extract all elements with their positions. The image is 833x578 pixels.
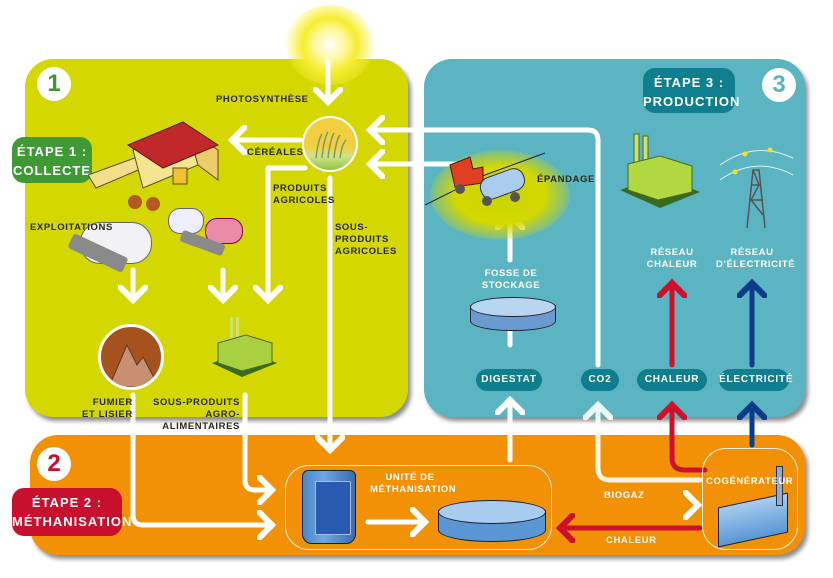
label-reseau-chaleur-line1: RÉSEAU [650,247,694,258]
label-sous-produits-line2: PRODUITS [335,234,389,245]
label-unite-line2: MÉTHANISATION [370,484,457,495]
pill-digestat: DIGESTAT [476,369,542,391]
label-epandage: ÉPANDAGE [537,174,595,185]
label-fosse-line1: FOSSE DE [484,268,538,279]
label-sous-produits-line1: SOUS- [335,222,369,233]
grass-icon [315,131,347,159]
chickens-icon [128,193,164,213]
label-reseau-electricite: RÉSEAU D'ÉLECTRICITÉ [716,247,796,271]
label-exploitations: EXPLOITATIONS [30,222,113,233]
label-fosse-line2: STOCKAGE [481,280,541,291]
stage-1-number: 1 [37,67,71,101]
label-reseau-chaleur-line2: CHALEUR [646,259,698,270]
pill-electricite: ÉLECTRICITÉ [719,369,793,391]
arrow-agro-unite [242,392,272,490]
stage-2-label-line1: ÉTAPE 2 : [31,495,103,510]
digester-tank-icon [302,470,356,544]
stage-2-badge: ÉTAPE 2 : MÉTHANISATION [12,488,133,536]
heat-network-factory-icon [620,133,700,208]
label-fumier-lisier: FUMIER ET LISIER [82,397,133,421]
label-produits-agricoles-line1: PRODUITS [273,183,327,194]
label-fumier-line2: ET LISIER [82,409,133,420]
stage-1-label-line1: ÉTAPE 1 : [16,144,88,159]
arrow-fumier-unite [130,392,272,525]
post-digester-icon [438,498,546,542]
stage-3-badge: ÉTAPE 3 : PRODUCTION [643,68,741,113]
pill-co2: CO2 [581,369,619,391]
label-fumier-line1: FUMIER [92,397,133,408]
label-cereales: CÉRÉALES [247,147,304,158]
farm-icon [88,121,220,189]
stage-2-label-line2: MÉTHANISATION [12,514,133,529]
manure-pile-icon [98,324,164,390]
label-sous-produits-agro: SOUS-PRODUITS AGRO-ALIMENTAIRES [146,397,240,433]
label-agro-line2: AGRO-ALIMENTAIRES [162,409,240,432]
label-produits-agricoles: PRODUITS AGRICOLES [273,183,335,207]
stage-1-badge: ÉTAPE 1 : COLLECTE [12,137,92,183]
arrow-cogen-chaleur [672,405,708,473]
label-reseau-chaleur: RÉSEAU CHALEUR [645,247,699,271]
label-reseau-elec-line2: D'ÉLECTRICITÉ [716,259,796,270]
stage-3-label-line2: PRODUCTION [643,94,741,109]
stage-3-label-line1: ÉTAPE 3 : [653,75,725,90]
label-chaleur-bottom: CHALEUR [606,535,657,546]
label-cogenerateur: COGÉNÉRATEUR [706,476,794,487]
label-sous-produits-agricoles: SOUS- PRODUITS AGRICOLES [335,222,397,258]
stage-1-label-line2: COLLECTE [12,163,92,178]
stage-3-number: 3 [762,68,796,102]
storage-pit-icon [470,295,556,331]
electricity-pylon-icon [719,147,794,229]
arrow-biogaz-co2 [598,405,703,483]
label-reseau-elec-line1: RÉSEAU [730,247,774,258]
cereals-icon [302,116,358,172]
label-sous-produits-line3: AGRICOLES [335,246,397,257]
stage-2-number: 2 [37,447,71,481]
pill-chaleur: CHALEUR [637,369,707,391]
methanisation-unit-box [285,465,552,550]
label-produits-agricoles-line2: AGRICOLES [273,195,335,206]
label-photosynthese: PHOTOSYNTHÈSE [216,94,309,105]
label-unite-methanisation: UNITÉ DE MÉTHANISATION [370,472,457,496]
label-agro-line1: SOUS-PRODUITS [153,397,240,408]
cogenerator-chimney-icon [776,466,783,506]
arrow-produits-agricoles [268,165,308,300]
label-biogaz: BIOGAZ [604,490,645,501]
pig-icon [205,218,243,244]
agro-factory-icon [212,317,277,377]
label-fosse-stockage: FOSSE DE STOCKAGE [478,268,544,292]
tractor-tanker-icon [425,152,546,206]
arrow-co2-cereales [370,130,601,368]
cogenerator-box [702,448,798,550]
label-unite-line1: UNITÉ DE [385,472,435,483]
